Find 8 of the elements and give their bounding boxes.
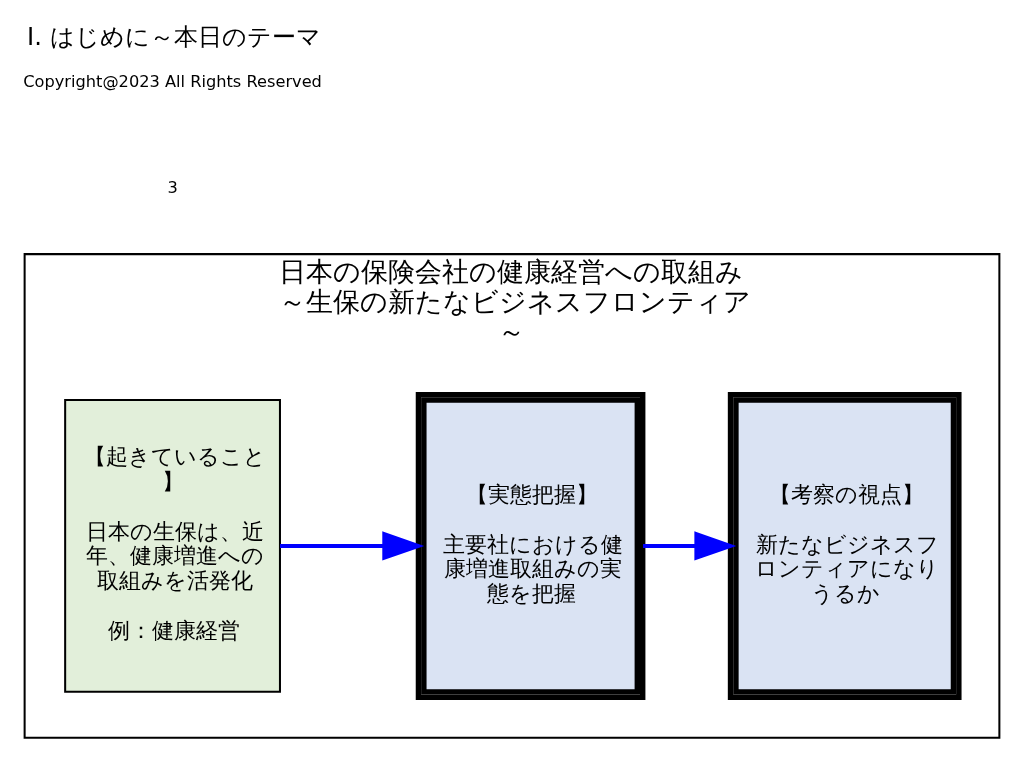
label: Copyright@2023 All Rights Reserved [23,71,322,91]
arrow [643,530,737,561]
node-box: 【起きていること】 日本の生保は、近年、健康増進への取組みを活発化 例：健康経営 [64,398,281,693]
arrow [280,530,425,561]
diagram-title: Ⅰ. はじめに～本日のテーマ [27,21,321,51]
node-box: 【実態把握】 主要社における健康増進取組みの実態を把握 [415,391,646,700]
node-box: 【考察の視点】 新たなビジネスフロンティアになりうるか [727,391,962,700]
label: 3 [167,177,178,197]
